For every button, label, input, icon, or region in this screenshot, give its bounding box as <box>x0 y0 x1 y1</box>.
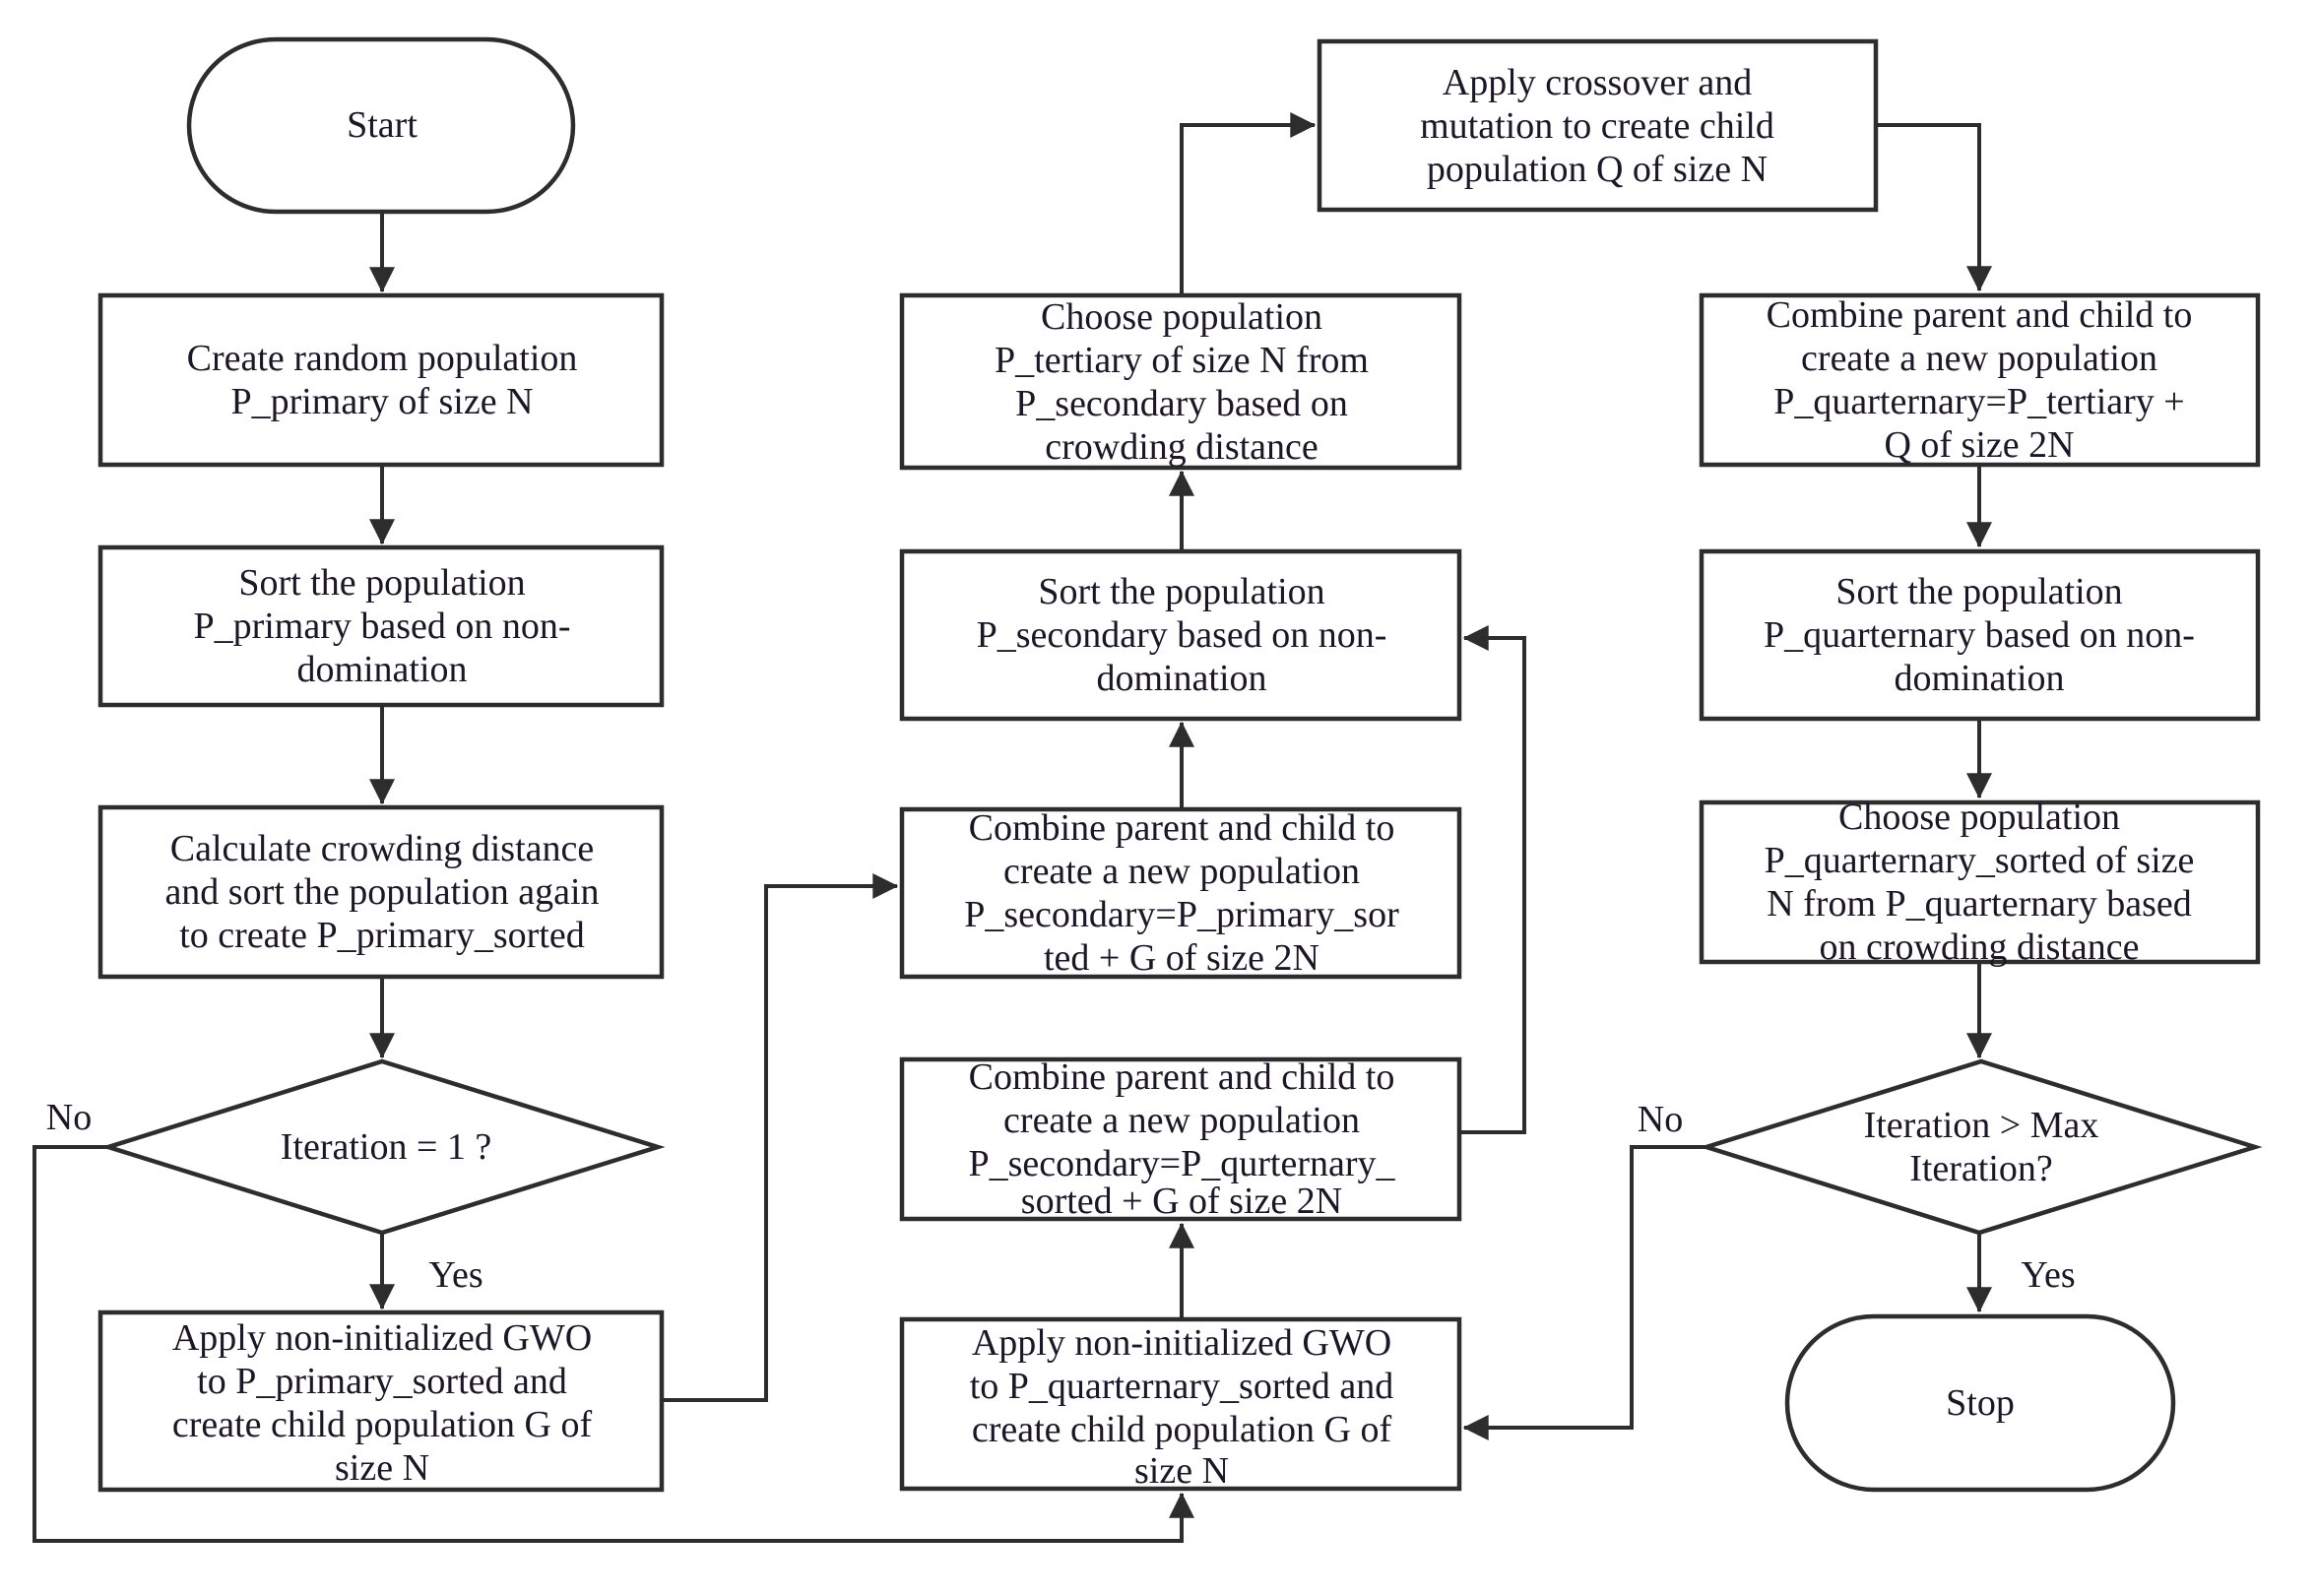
edge-combinequarternary-sortsecondary <box>1459 625 1526 1134</box>
svg-text:P_quarternary=P_tertiary +: P_quarternary=P_tertiary + <box>1773 381 2184 422</box>
svg-text:Create random population: Create random population <box>187 338 578 379</box>
node-sort-population-quarternary: Sort the population P_quarternary based … <box>1699 548 2261 722</box>
branch-label-no-second: No <box>1638 1099 1683 1140</box>
svg-text:create child population G of: create child population G of <box>972 1409 1392 1450</box>
node-stop-terminator: Stop <box>1784 1313 2176 1493</box>
node-start-label: Start <box>347 104 418 146</box>
svg-text:create a new population: create a new population <box>1003 851 1360 892</box>
node-combine-secondary-from-primary-sorted: Combine parent and child to create a new… <box>899 806 1462 980</box>
svg-text:P_secondary=P_qurternary_: P_secondary=P_qurternary_ <box>969 1143 1396 1184</box>
node-sort-population-primary: Sort the population P_primary based on n… <box>97 544 665 708</box>
svg-text:Combine parent and child to: Combine parent and child to <box>969 807 1395 849</box>
node-stop-label: Stop <box>1946 1382 2015 1424</box>
svg-text:and sort the population again: and sort the population again <box>164 871 599 913</box>
node-choose-population-quarternary-sorted: Choose population P_quarternary_sorted o… <box>1699 797 2261 968</box>
svg-text:create a new population: create a new population <box>1003 1100 1360 1141</box>
svg-text:P_primary of size N: P_primary of size N <box>230 381 533 422</box>
node-apply-gwo-quarternary-sorted: Apply non-initialized GWO to P_quarterna… <box>899 1316 1462 1492</box>
svg-text:Sort the population: Sort the population <box>1835 571 2122 612</box>
svg-text:Iteration > Max: Iteration > Max <box>1864 1105 2099 1146</box>
branch-label-yes-first: Yes <box>428 1254 482 1296</box>
edge-choosetertiary-crossover <box>1180 112 1317 295</box>
node-choose-population-tertiary: Choose population P_tertiary of size N f… <box>899 292 1462 471</box>
node-apply-crossover-mutation: Apply crossover and mutation to create c… <box>1317 38 1879 213</box>
svg-text:P_secondary=P_primary_sor: P_secondary=P_primary_sor <box>964 894 1399 935</box>
svg-text:Choose population: Choose population <box>1838 797 2120 838</box>
svg-text:P_quarternary based on non-: P_quarternary based on non- <box>1764 614 2195 656</box>
svg-text:Apply non-initialized GWO: Apply non-initialized GWO <box>172 1317 592 1359</box>
svg-text:Iteration?: Iteration? <box>1909 1148 2053 1189</box>
svg-text:Iteration = 1 ?: Iteration = 1 ? <box>281 1126 492 1168</box>
branch-label-no-first: No <box>46 1097 92 1138</box>
node-sort-population-secondary: Sort the population P_secondary based on… <box>899 548 1462 722</box>
node-create-random-population: Create random population P_primary of si… <box>97 292 665 468</box>
svg-text:P_secondary based on non-: P_secondary based on non- <box>977 614 1387 656</box>
svg-text:domination: domination <box>1894 658 2064 699</box>
node-start-terminator: Start <box>186 36 576 215</box>
node-iteration-equals-one-decision: Iteration = 1 ? <box>100 1058 666 1236</box>
node-calculate-crowding-distance: Calculate crowding distance and sort the… <box>97 804 665 980</box>
svg-text:Combine parent and child to: Combine parent and child to <box>969 1056 1395 1098</box>
svg-text:Sort the population: Sort the population <box>238 562 525 604</box>
svg-text:on crowding distance: on crowding distance <box>1819 926 2139 968</box>
svg-text:Combine parent and child to: Combine parent and child to <box>1767 294 2193 336</box>
svg-text:size N: size N <box>335 1447 429 1489</box>
edge-crossover-combinetertiary <box>1876 123 1992 292</box>
svg-text:Calculate crowding distance: Calculate crowding distance <box>170 828 595 869</box>
svg-text:domination: domination <box>296 649 467 690</box>
svg-text:population Q of size N: population Q of size N <box>1427 149 1768 190</box>
node-combine-secondary-from-quarternary-sorted: Combine parent and child to create a new… <box>899 1056 1462 1222</box>
svg-text:mutation to create child: mutation to create child <box>1420 105 1774 147</box>
branch-label-yes-second: Yes <box>2021 1254 2075 1296</box>
edge-gwoprimary-combineprimary <box>662 873 899 1402</box>
node-max-iteration-decision: Iteration > Max Iteration? <box>1699 1058 2263 1236</box>
svg-text:ted + G of size 2N: ted + G of size 2N <box>1044 937 1319 979</box>
svg-text:N from P_quarternary based: N from P_quarternary based <box>1767 883 2192 925</box>
svg-text:P_secondary based on: P_secondary based on <box>1015 383 1348 424</box>
edge-iterationcheck-no-gwoquarternary <box>32 1145 1194 1543</box>
svg-text:Choose population: Choose population <box>1041 296 1322 338</box>
svg-text:P_primary based on non-: P_primary based on non- <box>193 606 570 647</box>
svg-text:create a new population: create a new population <box>1801 338 2157 379</box>
svg-text:P_tertiary of size N from: P_tertiary of size N from <box>995 340 1369 381</box>
svg-text:Apply crossover and: Apply crossover and <box>1443 62 1752 103</box>
svg-text:create child population G of: create child population G of <box>172 1404 593 1445</box>
svg-text:Apply non-initialized GWO: Apply non-initialized GWO <box>972 1322 1391 1364</box>
svg-text:Q of size 2N: Q of size 2N <box>1884 424 2074 466</box>
edge-group <box>32 112 1992 1543</box>
svg-text:P_quarternary_sorted of size: P_quarternary_sorted of size <box>1765 840 2195 881</box>
node-combine-quarternary-from-tertiary: Combine parent and child to create a new… <box>1699 292 2261 468</box>
svg-text:crowding distance: crowding distance <box>1045 426 1319 468</box>
svg-text:Sort the population: Sort the population <box>1038 571 1324 612</box>
edge-maxcheck-no-gwoquarternary <box>1462 1145 1706 1440</box>
svg-text:to P_quarternary_sorted and: to P_quarternary_sorted and <box>970 1366 1394 1407</box>
svg-text:size N: size N <box>1134 1450 1229 1492</box>
svg-text:to P_primary_sorted and: to P_primary_sorted and <box>197 1361 567 1402</box>
svg-text:to create P_primary_sorted: to create P_primary_sorted <box>179 915 585 956</box>
svg-text:domination: domination <box>1096 658 1266 699</box>
node-apply-gwo-primary-sorted: Apply non-initialized GWO to P_primary_s… <box>97 1309 665 1493</box>
svg-text:sorted + G of size 2N: sorted + G of size 2N <box>1021 1181 1342 1222</box>
